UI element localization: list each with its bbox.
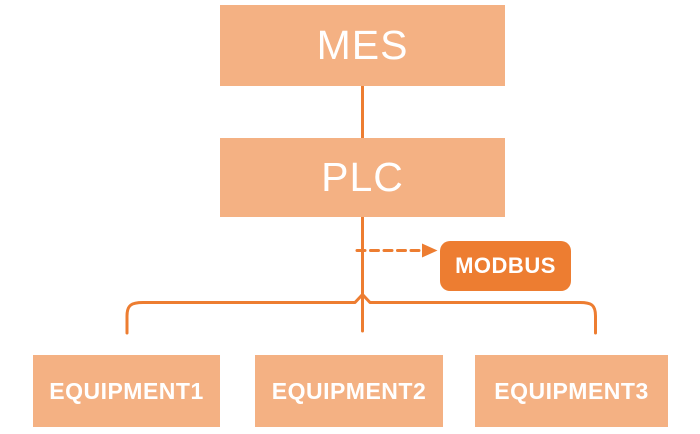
node-modbus: MODBUS bbox=[440, 241, 571, 291]
node-mes: MES bbox=[220, 5, 505, 86]
node-plc: PLC bbox=[220, 138, 505, 217]
node-equipment3: EQUIPMENT3 bbox=[475, 355, 668, 427]
edge-branch-rail bbox=[125, 293, 597, 335]
arrowhead-icon bbox=[422, 243, 438, 258]
node-equipment2: EQUIPMENT2 bbox=[255, 355, 443, 427]
node-equipment1: EQUIPMENT1 bbox=[33, 355, 220, 427]
